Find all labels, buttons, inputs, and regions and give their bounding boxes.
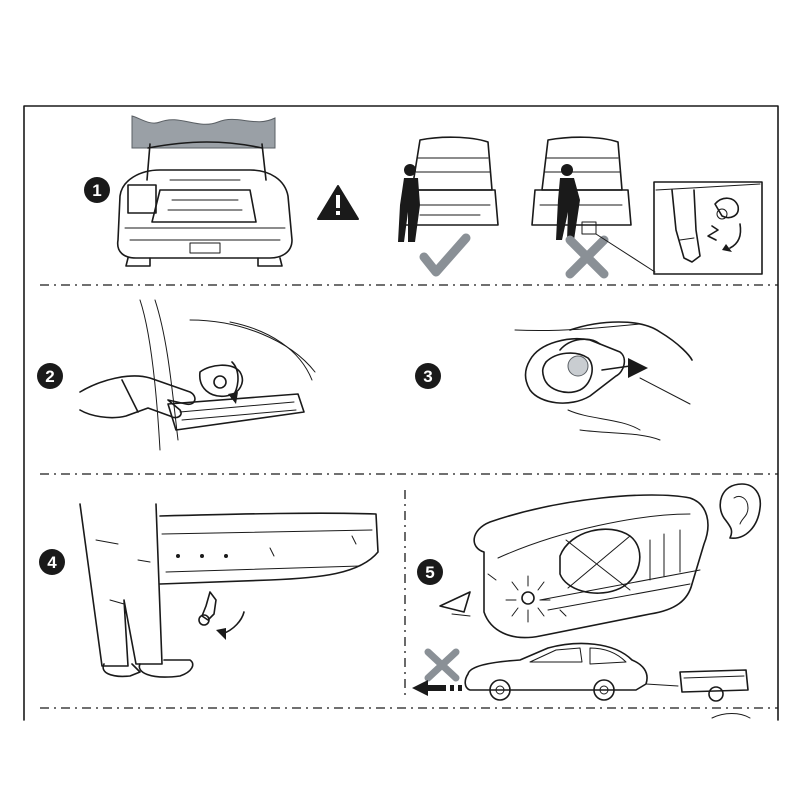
car-with-trailer-illustration <box>465 644 748 701</box>
step-4-insert-towbar-illustration <box>80 504 378 677</box>
step-4-badge: 4 <box>39 549 65 575</box>
step-1-boot-open-illustration <box>118 116 292 266</box>
step-2-release-handle-illustration <box>80 300 315 450</box>
frame-border <box>24 106 778 720</box>
cross-mark-icon <box>428 652 456 678</box>
reverse-direction-arrow <box>412 680 462 696</box>
cross-mark-icon <box>570 240 604 274</box>
check-mark-icon <box>424 238 466 272</box>
warning-triangle-icon <box>318 186 358 219</box>
incorrect-posture-illustration <box>532 137 631 240</box>
next-step-fragment <box>712 714 750 719</box>
step-2-badge: 2 <box>37 363 63 389</box>
correct-posture-illustration <box>398 137 498 242</box>
step-number: 5 <box>425 563 434 582</box>
step-number: 1 <box>92 181 101 200</box>
step-1-badge: 1 <box>84 177 110 203</box>
ear-icon <box>720 484 760 538</box>
step-3-badge: 3 <box>415 363 441 389</box>
step-number: 3 <box>423 367 432 386</box>
step-5-lock-check-illustration <box>440 495 708 638</box>
step-3-remove-cap-illustration <box>515 322 692 440</box>
step-number: 4 <box>47 553 57 572</box>
detail-inset-towbar-drop <box>596 182 762 274</box>
step-5-badge: 5 <box>417 559 443 585</box>
step-number: 2 <box>45 367 54 386</box>
